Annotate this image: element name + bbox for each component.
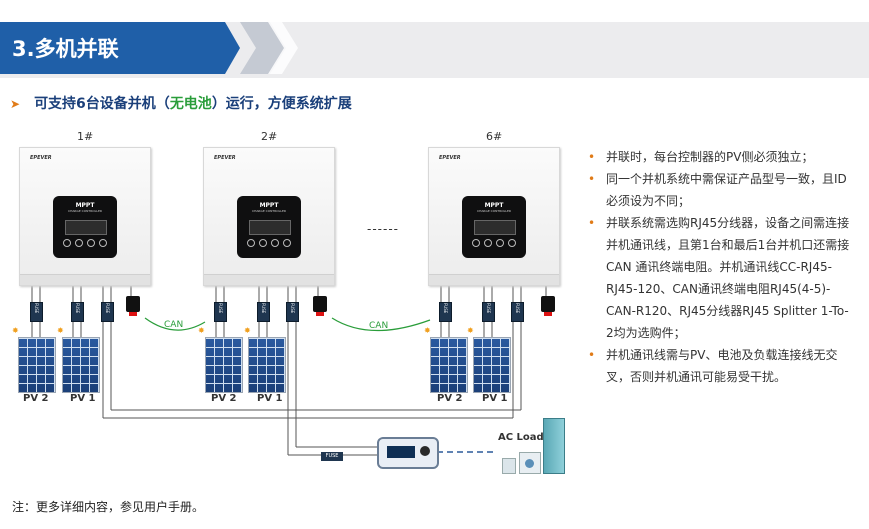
note-item: •并联系统需选购RJ45分线器，设备之间需连接并机通讯线，且第1台和最后1台并机…: [588, 212, 853, 344]
note-item: •并联时，每台控制器的PV侧必须独立；: [588, 146, 853, 168]
device-base: [429, 274, 559, 285]
section-title-banner: 3.多机并联: [0, 22, 240, 74]
lcd-display: [249, 220, 291, 235]
screen-subtitle: CHARGE CONTROLLER: [477, 209, 511, 213]
subtitle-prefix: 可支持6台设备并机（: [34, 96, 170, 112]
can-label: CAN: [164, 320, 184, 330]
screen-title: MPPT: [75, 202, 95, 209]
sun-icon: ✸: [244, 326, 251, 335]
fuse: FUSE: [321, 452, 343, 461]
washing-machine-icon: [519, 452, 541, 474]
pv-label: PV 2: [437, 393, 463, 404]
fuse: FUSE: [257, 302, 270, 322]
sun-icon: ✸: [198, 326, 205, 335]
can-label: CAN: [369, 321, 389, 331]
solar-panel: [205, 337, 243, 393]
bullet-icon: •: [588, 150, 596, 164]
inverter-icon: [377, 437, 439, 469]
fuse: FUSE: [482, 302, 495, 322]
fuse: FUSE: [286, 302, 299, 322]
device-base: [20, 274, 150, 285]
ellipsis: ------: [367, 222, 399, 236]
solar-panel: [473, 337, 511, 393]
solar-panel: [18, 337, 56, 393]
rj45-splitter: [126, 296, 140, 316]
device-label-6: 6#: [486, 130, 503, 143]
screen-title: MPPT: [259, 202, 279, 209]
pv-label: PV 1: [70, 393, 96, 404]
pv-label: PV 1: [257, 393, 283, 404]
note-item: •并机通讯线需与PV、电池及负载连接线无交叉，否则并机通讯可能易受干扰。: [588, 344, 853, 388]
lcd-display: [65, 220, 107, 235]
rj45-splitter: [541, 296, 555, 316]
rj45-splitter: [313, 296, 327, 316]
device-keys: [63, 239, 107, 247]
screen-title: MPPT: [484, 202, 504, 209]
device-screen: MPPT CHARGE CONTROLLER: [462, 196, 526, 258]
note-item: •同一个并机系统中需保证产品型号一致，且ID必须设为不同；: [588, 168, 853, 212]
solar-panel: [430, 337, 468, 393]
subtitle-highlight: 无电池: [169, 96, 212, 112]
device-keys: [472, 239, 516, 247]
device-screen: MPPT CHARGE CONTROLLER: [53, 196, 117, 258]
device-base: [204, 274, 334, 285]
bullet-icon: •: [588, 216, 596, 230]
notes-list: •并联时，每台控制器的PV侧必须独立； •同一个并机系统中需保证产品型号一致，且…: [588, 146, 853, 388]
fridge-icon: [543, 418, 565, 474]
sun-icon: ✸: [424, 326, 431, 335]
bullet-icon: •: [588, 172, 596, 186]
brand-logo: EPEVER: [439, 155, 461, 161]
subtitle-suffix: ）运行，方便系统扩展: [211, 96, 352, 112]
pv-label: PV 1: [482, 393, 508, 404]
controller-device-6: EPEVER MPPT CHARGE CONTROLLER: [428, 147, 560, 286]
inverter-knob: [420, 446, 430, 456]
device-label-2: 2#: [261, 130, 278, 143]
fuse: FUSE: [214, 302, 227, 322]
lcd-display: [474, 220, 516, 235]
fuse: FUSE: [71, 302, 84, 322]
brand-logo: EPEVER: [214, 155, 236, 161]
inverter-window: [387, 446, 415, 458]
device-screen: MPPT CHARGE CONTROLLER: [237, 196, 301, 258]
brand-logo: EPEVER: [30, 155, 52, 161]
section-title: 3.多机并联: [12, 37, 119, 61]
fuse: FUSE: [511, 302, 524, 322]
solar-panel: [248, 337, 286, 393]
controller-device-1: EPEVER MPPT CHARGE CONTROLLER: [19, 147, 151, 286]
sun-icon: ✸: [12, 326, 19, 335]
arrow-icon: ➤: [10, 97, 21, 111]
fuse: FUSE: [30, 302, 43, 322]
solar-panel: [62, 337, 100, 393]
screen-subtitle: CHARGE CONTROLLER: [252, 209, 286, 213]
fuse: FUSE: [101, 302, 114, 322]
fuse: FUSE: [439, 302, 452, 322]
bullet-icon: •: [588, 348, 596, 362]
pv-label: PV 2: [23, 393, 49, 404]
device-keys: [247, 239, 291, 247]
sun-icon: ✸: [467, 326, 474, 335]
device-label-1: 1#: [77, 130, 94, 143]
footnote: 注：更多详细内容，参见用户手册。: [12, 500, 205, 514]
ac-load-label: AC Load: [498, 432, 544, 443]
pv-label: PV 2: [211, 393, 237, 404]
controller-device-2: EPEVER MPPT CHARGE CONTROLLER: [203, 147, 335, 286]
subtitle: ➤ 可支持6台设备并机（无电池）运行，方便系统扩展: [10, 93, 352, 113]
sun-icon: ✸: [57, 326, 64, 335]
screen-subtitle: CHARGE CONTROLLER: [68, 209, 102, 213]
tv-icon: [502, 458, 516, 474]
